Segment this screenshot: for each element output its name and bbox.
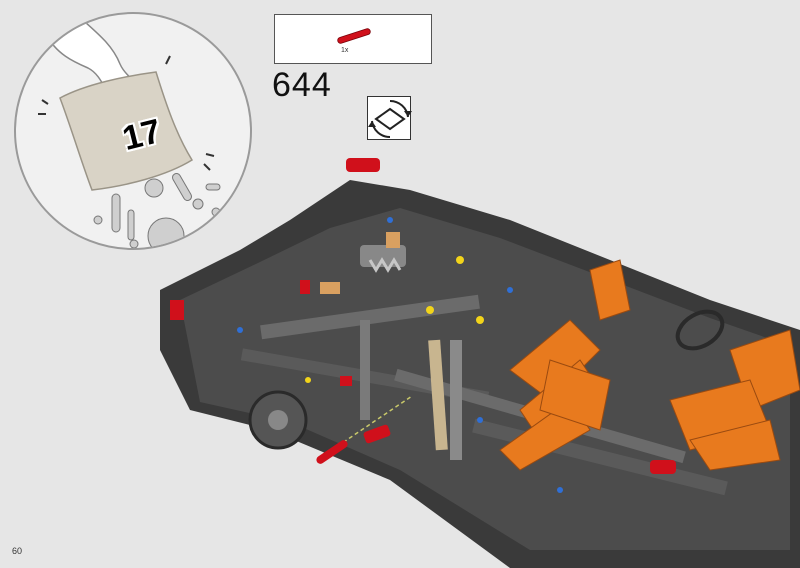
suspension-spring <box>320 232 406 294</box>
chassis-frame <box>160 180 800 568</box>
rotate-indicator <box>367 96 412 140</box>
page-number: 60 <box>12 546 23 556</box>
part-quantity: 1x <box>341 47 349 54</box>
connector-pins <box>237 217 563 493</box>
bag-callout: 17 <box>14 12 252 250</box>
model-assembly <box>160 158 800 568</box>
bag-illustration <box>38 14 221 248</box>
parts-graphics <box>337 28 371 44</box>
orange-seat-panels <box>499 259 800 471</box>
wheel-hub <box>248 390 308 450</box>
bag-icon <box>59 71 194 191</box>
red-accents <box>170 158 676 474</box>
loose-parts <box>93 172 221 248</box>
steering-wheel <box>675 309 725 351</box>
new-part-placement <box>316 395 413 464</box>
red-axle-pin-icon <box>337 28 371 44</box>
step-number: 644 <box>272 66 332 104</box>
parts-list-box: 1x <box>274 14 432 64</box>
rotate-model-icon <box>368 99 412 139</box>
